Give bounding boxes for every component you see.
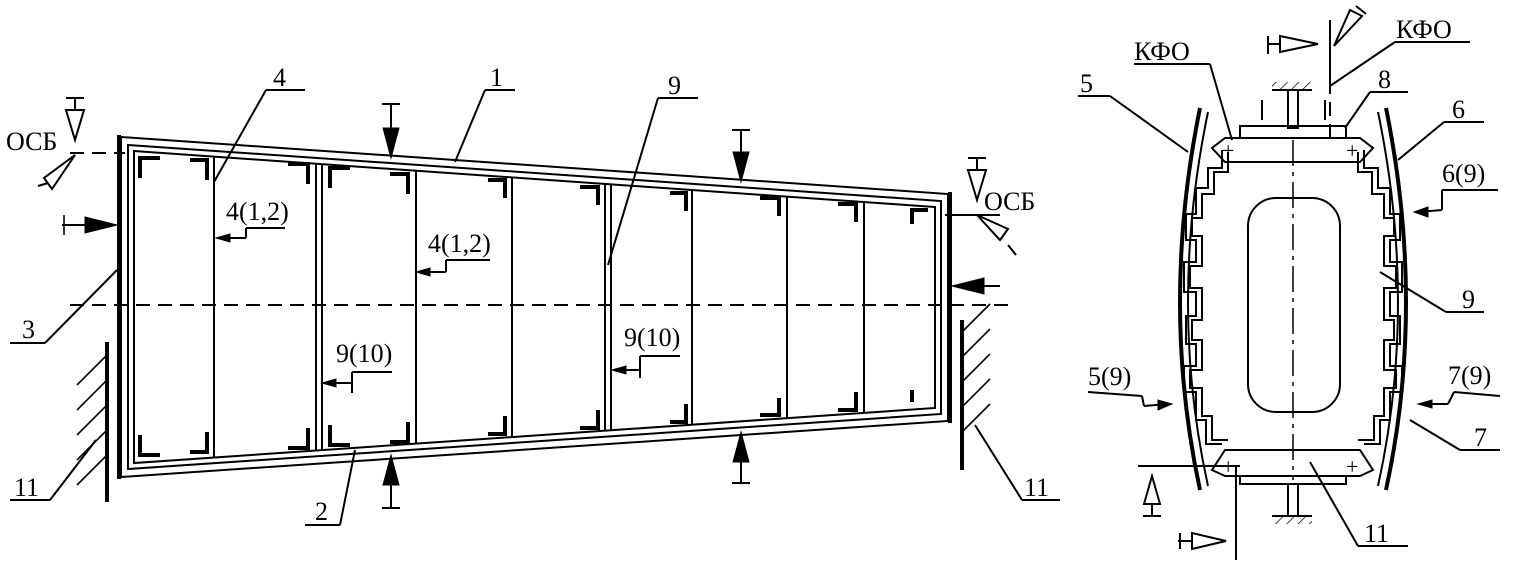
label-kfo-left: КФО: [1134, 37, 1190, 66]
leader-lines-right: [1078, 91, 1501, 547]
base-fixture-right: [960, 303, 991, 470]
leader-lines: [10, 89, 1060, 526]
label-9: 9: [668, 71, 681, 100]
label-9-right: 9: [1462, 285, 1475, 314]
label-5: 5: [1080, 69, 1093, 98]
right-view: + + + +: [1078, 5, 1501, 560]
label-7: 7: [1474, 423, 1487, 452]
top-plate: [1210, 137, 1375, 163]
right-panel: [1357, 107, 1408, 491]
box-outline: [117, 135, 952, 479]
reference-symbol-left: [37, 97, 86, 191]
reference-symbol-kfo-top: [1134, 5, 1470, 141]
svg-text:+: +: [1346, 454, 1358, 479]
label-11-right-view: 11: [1364, 519, 1389, 548]
label-osb-left: ОСБ: [6, 127, 57, 156]
corner-clips: [138, 156, 928, 457]
svg-text:+: +: [1346, 138, 1358, 163]
bottom-plate: [1210, 449, 1375, 477]
ribs: [213, 157, 865, 457]
weld-label-rib-b: 4(1,2): [428, 229, 491, 258]
label-6-9: 6(9): [1442, 159, 1485, 188]
label-6: 6: [1452, 95, 1465, 124]
label-kfo-right: КФО: [1396, 15, 1452, 44]
base-fixture-left: [76, 342, 109, 502]
label-11-left: 11: [14, 473, 39, 502]
svg-text:+: +: [1222, 138, 1234, 163]
label-3: 3: [22, 315, 35, 344]
label-8: 8: [1378, 65, 1391, 94]
reference-symbol-right: [945, 157, 1017, 256]
core-element: [1247, 197, 1341, 413]
left-view: 4 1 9 3 2 11 11 ОСБ ОСБ 4(1,2) 4(1,2) 9(…: [6, 63, 1060, 526]
label-4: 4: [273, 63, 286, 92]
label-1: 1: [490, 63, 503, 92]
label-7-9: 7(9): [1448, 361, 1491, 390]
left-panel: [1178, 107, 1229, 491]
reference-symbol-kfo-bottom: [1138, 465, 1240, 560]
clamp-arrows: [62, 103, 1000, 509]
weld-label-spar-a: 9(10): [336, 339, 392, 368]
label-osb-right: ОСБ: [984, 187, 1035, 216]
weld-label-rib-a: 4(1,2): [226, 197, 289, 226]
weld-label-spar-b: 9(10): [624, 323, 680, 352]
label-2: 2: [315, 497, 328, 526]
label-5-9: 5(9): [1088, 362, 1131, 391]
label-11-right: 11: [1024, 473, 1049, 502]
